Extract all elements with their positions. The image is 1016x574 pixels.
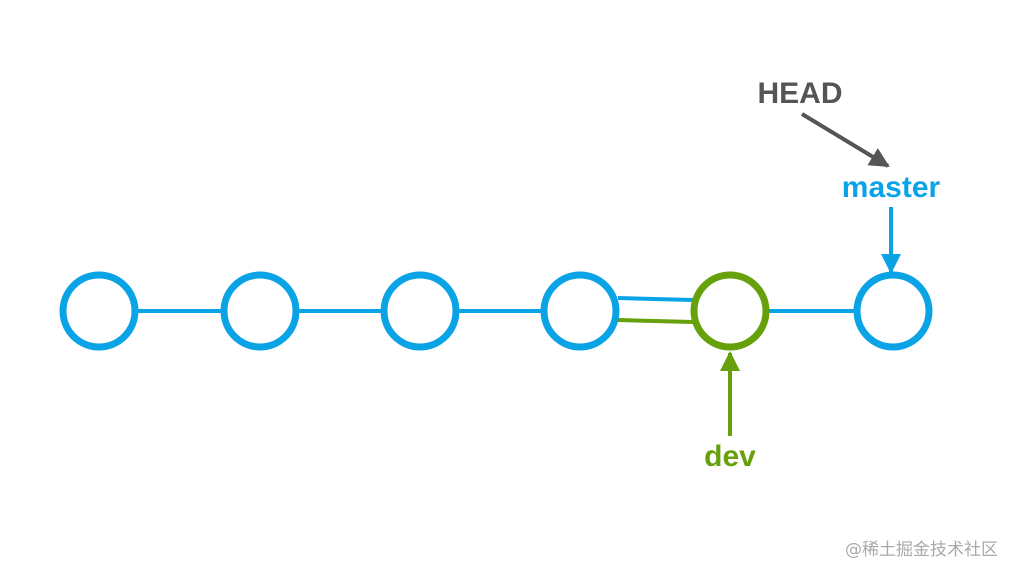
commit-node-4 [540,271,620,351]
edge-4-5-master [617,296,694,302]
commit-node-3 [380,271,460,351]
dev-label: dev [704,440,756,473]
head-label: HEAD [757,77,842,110]
commit-node-2 [220,271,300,351]
commit-node-master [853,271,933,351]
commit-node-1 [59,271,139,351]
commit-node-dev [690,271,770,351]
edge-4-5-dev [617,318,694,324]
master-label: master [842,171,941,204]
head-arrow [800,112,890,168]
watermark: @稀土掘金技术社区 [845,540,998,560]
